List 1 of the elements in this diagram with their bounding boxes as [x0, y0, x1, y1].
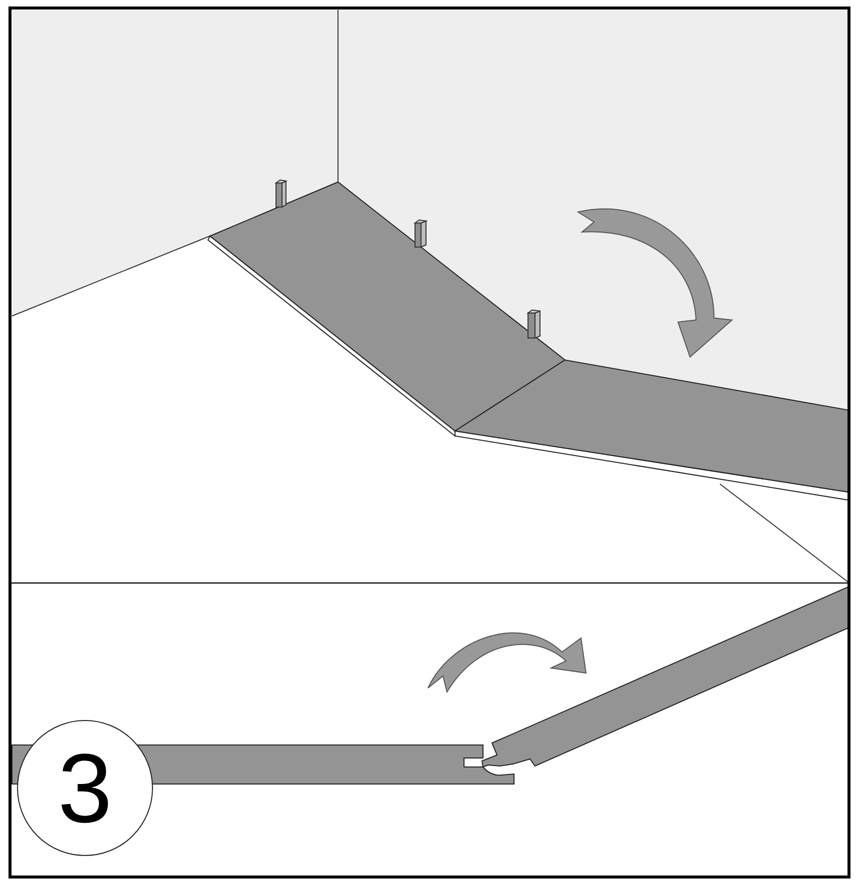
step-number: 3 [58, 739, 112, 837]
